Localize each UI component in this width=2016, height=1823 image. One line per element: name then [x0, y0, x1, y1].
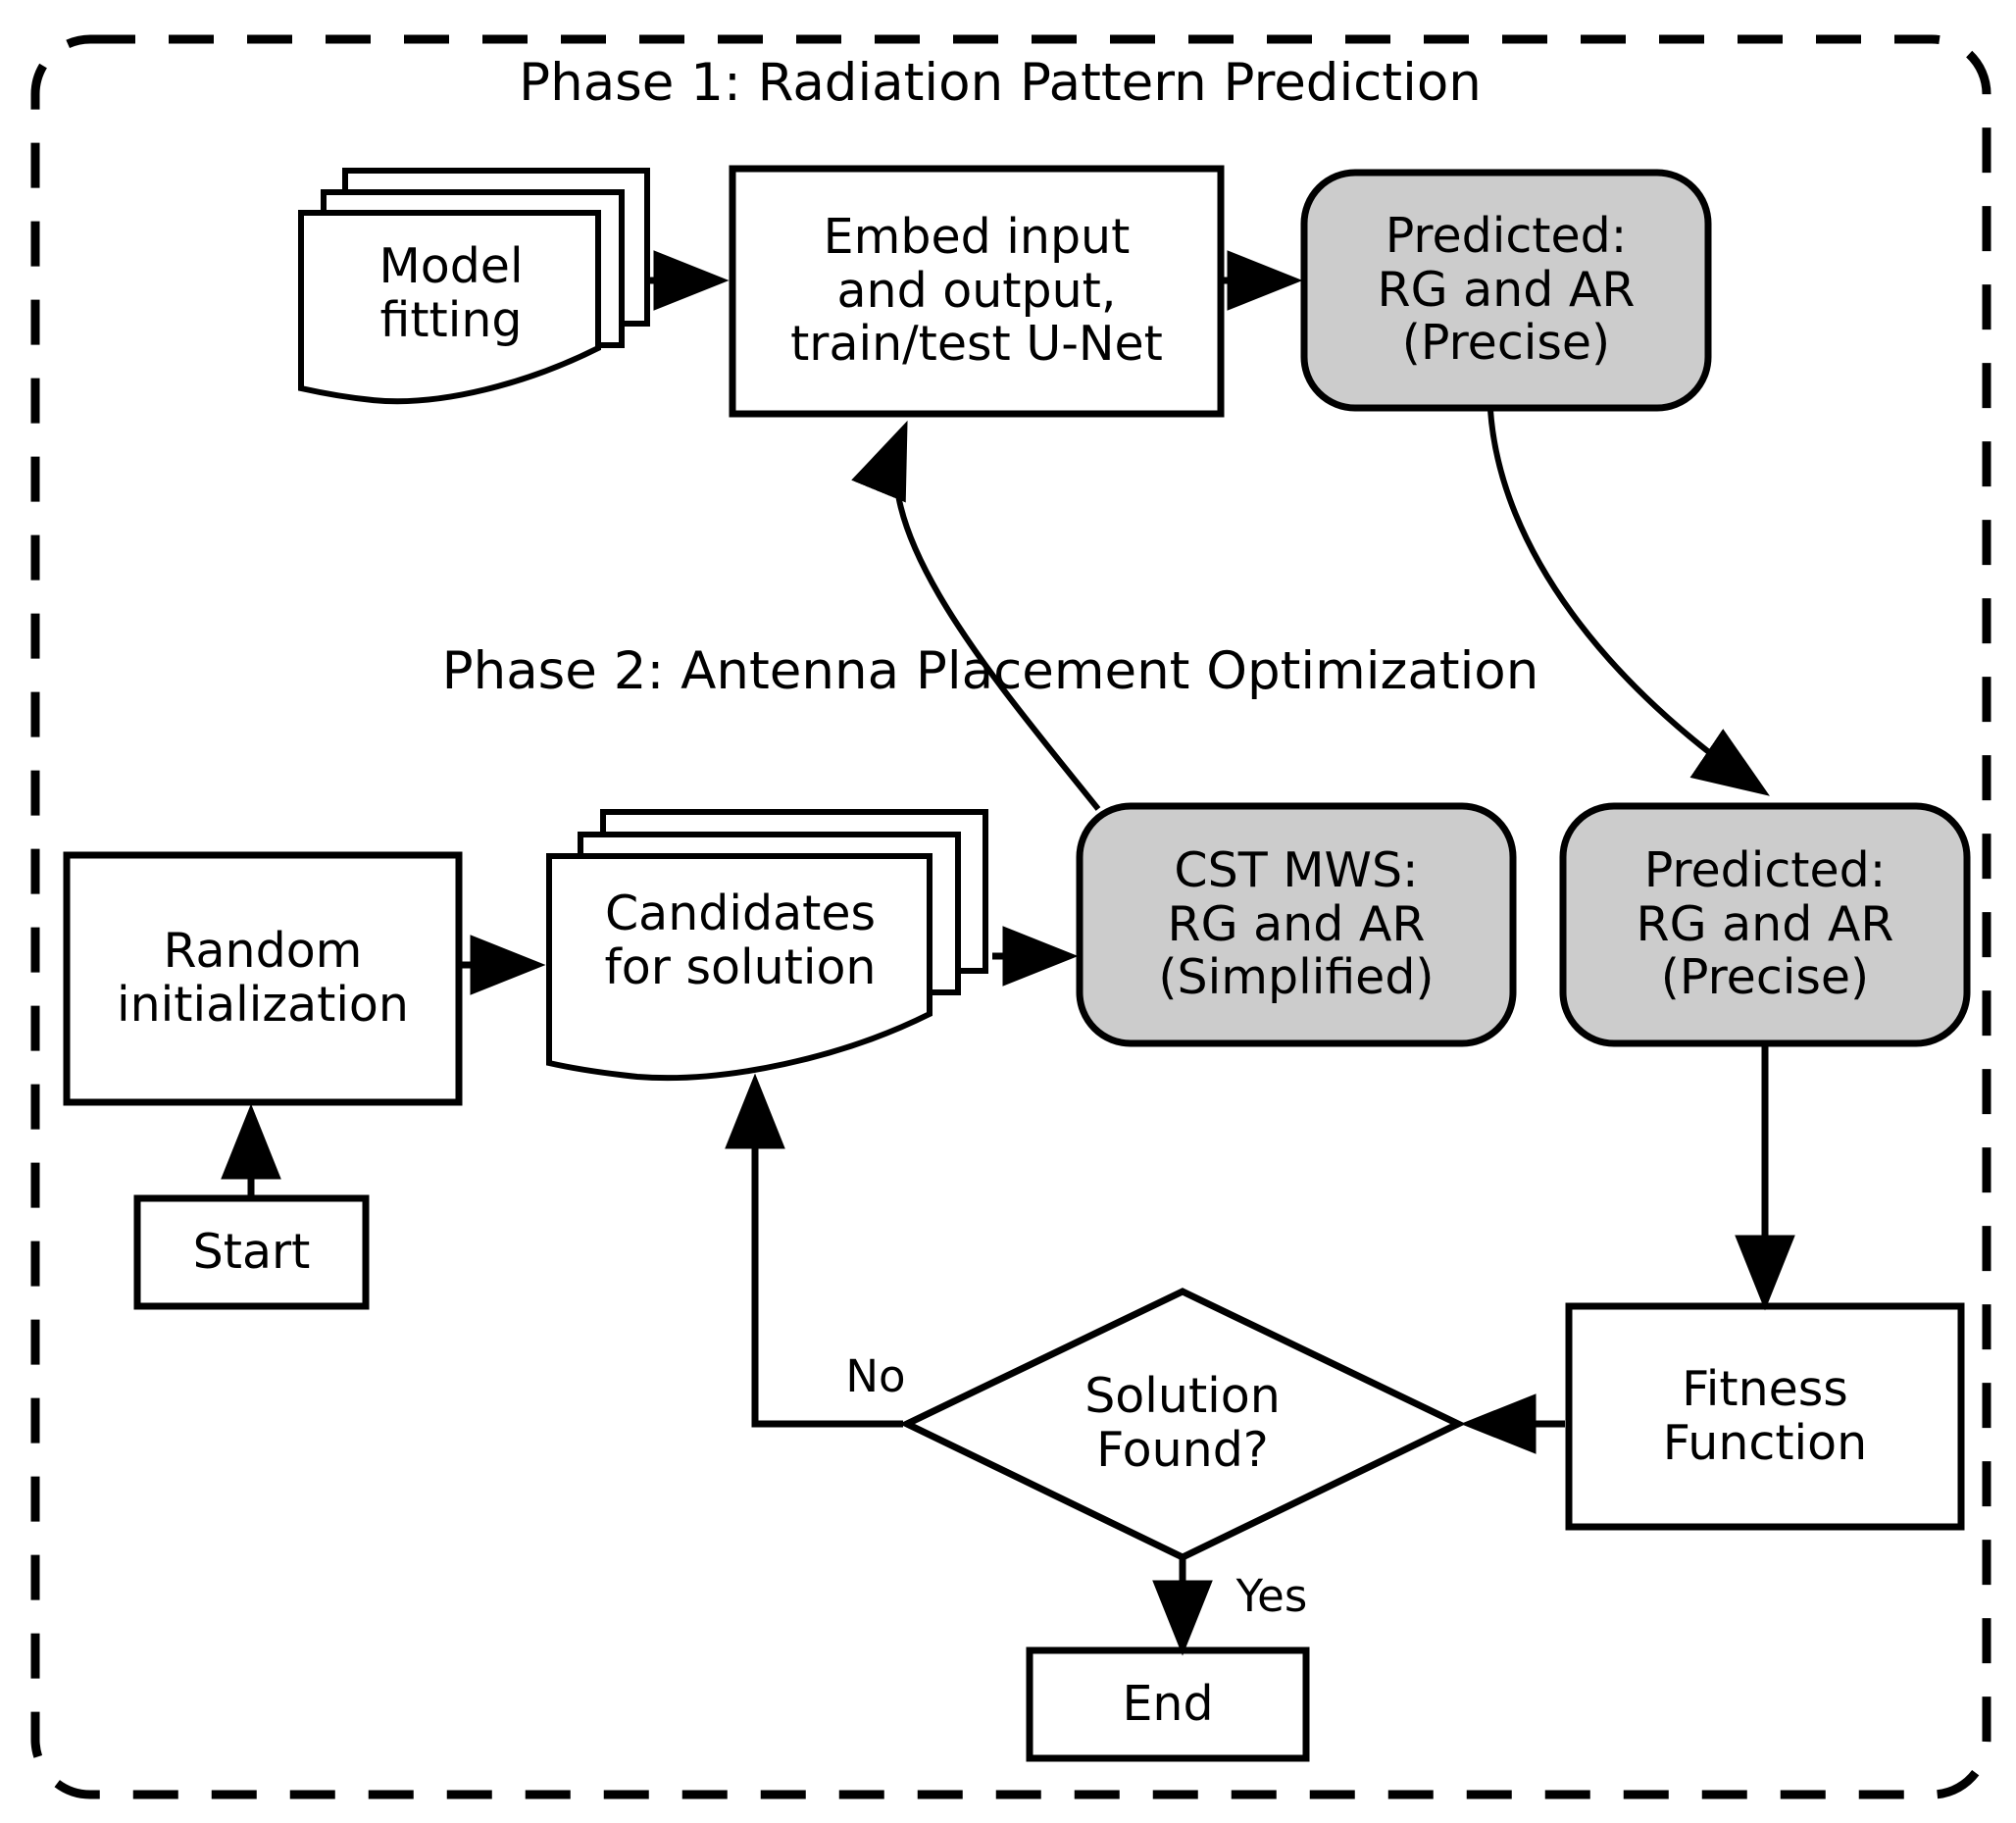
node-cst-mws — [1076, 802, 1517, 1047]
node-predicted-phase1 — [1300, 169, 1712, 412]
node-fitness-function — [1565, 1302, 1965, 1531]
edge-solutionfound-no-to-candidates — [725, 1073, 903, 1428]
dashed-container-border — [30, 34, 1991, 1799]
node-candidates — [546, 809, 988, 1082]
node-embed-train — [729, 165, 1225, 418]
node-model-fitting — [298, 168, 650, 405]
node-random-initialization — [63, 851, 463, 1106]
node-predicted-phase2 — [1559, 802, 1971, 1047]
node-solution-found — [898, 1288, 1467, 1561]
edge-predicted1-to-predicted2 — [1487, 409, 1770, 796]
node-start — [133, 1194, 370, 1310]
edge-cstmws-to-embed — [851, 420, 1101, 811]
node-end — [1026, 1646, 1310, 1762]
